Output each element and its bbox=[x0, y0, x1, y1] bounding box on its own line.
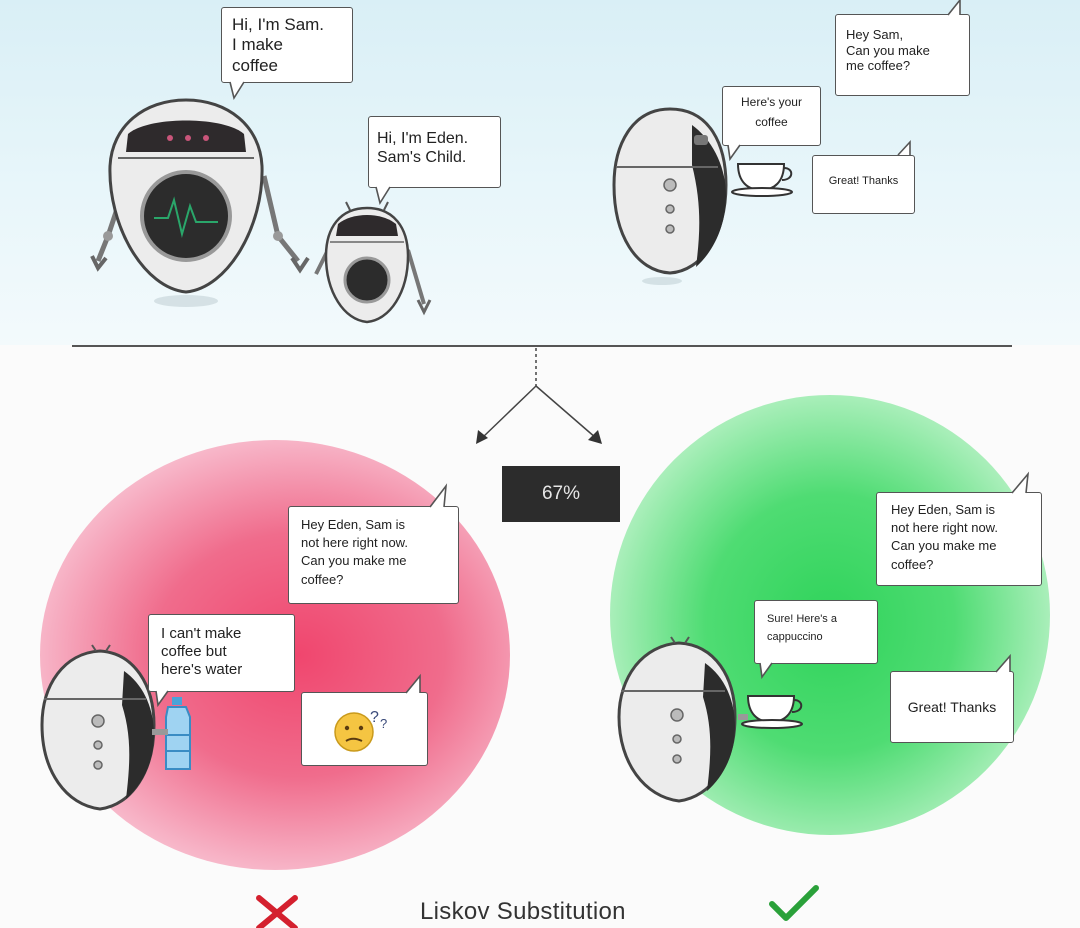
bubble-tail bbox=[947, 0, 961, 16]
water-reply-bubble: I can't make coffee but here's water bbox=[148, 614, 295, 692]
thanks-bubble-right: Great! Thanks bbox=[890, 671, 1014, 743]
sam-robot-illustration bbox=[90, 98, 310, 307]
bubble-tail bbox=[155, 690, 169, 708]
slide-caption: Liskov Substitution bbox=[420, 898, 626, 925]
reply-line: here's water bbox=[161, 661, 243, 678]
request-line: Can you make me bbox=[891, 538, 997, 554]
request-line: not here right now. bbox=[301, 535, 408, 551]
svg-text:?: ? bbox=[380, 716, 387, 731]
eden-request-bubble-right: Hey Eden, Sam is not here right now. Can… bbox=[876, 492, 1042, 586]
reply-line: coffee but bbox=[161, 643, 227, 660]
cappuccino-reply-bubble: Sure! Here's a cappuccino bbox=[754, 600, 878, 664]
bubble-tail bbox=[759, 662, 773, 680]
svg-text:?: ? bbox=[370, 709, 379, 726]
reply-line: Sure! Here's a bbox=[767, 613, 837, 625]
thanks-text: Great! Thanks bbox=[828, 175, 899, 187]
reply-line: cappuccino bbox=[767, 630, 823, 643]
sam-serving-robot-illustration bbox=[612, 107, 728, 285]
request-line: Hey Eden, Sam is bbox=[301, 517, 406, 532]
bubble-tail bbox=[229, 81, 245, 101]
request-line: coffee? bbox=[301, 571, 344, 587]
cappuccino-cup-icon bbox=[738, 695, 803, 729]
eden-intro-line: Hi, I'm Eden. bbox=[377, 130, 469, 147]
request-line: Can you make me bbox=[301, 553, 407, 569]
sam-intro-line: Hi, I'm Sam. bbox=[232, 15, 325, 34]
bubble-tail bbox=[375, 186, 391, 206]
reply-line: Here's your bbox=[741, 95, 802, 109]
scene-divider bbox=[72, 345, 1012, 347]
eden-water-robot-illustration bbox=[40, 644, 156, 811]
branch-arrows bbox=[476, 348, 602, 444]
request-line: me coffee? bbox=[846, 58, 911, 74]
bubble-tail bbox=[897, 139, 911, 156]
sam-intro-line: coffee bbox=[232, 55, 279, 75]
eden-request-bubble-left: Hey Eden, Sam is not here right now. Can… bbox=[288, 506, 459, 604]
bubble-tail bbox=[995, 653, 1011, 673]
progress-indicator: 67% bbox=[502, 466, 620, 522]
request-line: Hey Eden, Sam is bbox=[891, 502, 996, 517]
sam-intro-line: I make bbox=[232, 35, 284, 55]
eden-coffee-robot-illustration bbox=[617, 636, 737, 803]
bubble-tail bbox=[405, 673, 421, 694]
bubble-tail bbox=[727, 144, 741, 162]
eden-intro-bubble: Hi, I'm Eden. Sam's Child. bbox=[368, 116, 501, 188]
bubble-tail bbox=[1011, 471, 1030, 494]
thanks-bubble: Great! Thanks bbox=[812, 155, 915, 214]
eden-intro-line: Sam's Child. bbox=[377, 149, 467, 167]
reply-line: coffee bbox=[755, 115, 788, 130]
eden-robot-illustration bbox=[314, 201, 432, 324]
water-bottle-icon bbox=[152, 697, 191, 770]
confused-emoji-icon: ? ? bbox=[334, 709, 387, 752]
request-line: Hey Sam, bbox=[846, 27, 904, 42]
thanks-text: Great! Thanks bbox=[907, 699, 997, 715]
coffee-request-bubble: Hey Sam, Can you make me coffee? bbox=[835, 14, 970, 96]
reply-line: I can't make bbox=[161, 625, 242, 642]
coffee-cup-icon bbox=[731, 163, 793, 197]
cross-mark-icon bbox=[256, 895, 298, 928]
request-line: Can you make bbox=[846, 42, 930, 58]
request-line: not here right now. bbox=[891, 520, 998, 536]
bubble-tail bbox=[429, 483, 448, 508]
check-mark-icon bbox=[769, 885, 819, 921]
coffee-reply-bubble: Here's your coffee bbox=[722, 86, 821, 146]
request-line: coffee? bbox=[891, 556, 934, 572]
sam-intro-bubble: Hi, I'm Sam. I make coffee bbox=[221, 7, 353, 83]
